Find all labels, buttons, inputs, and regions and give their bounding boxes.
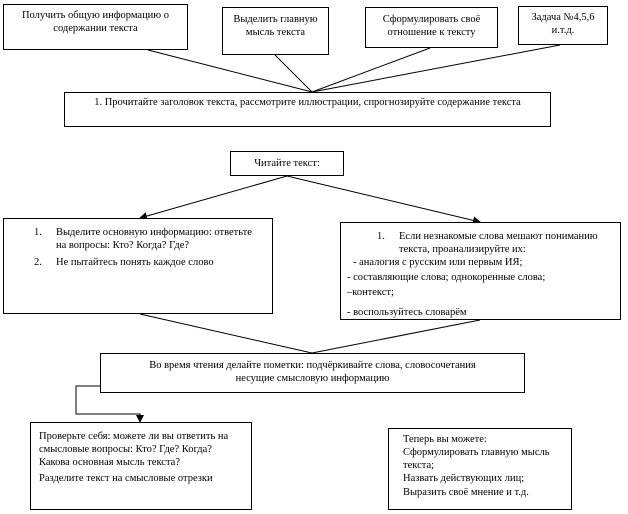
step-read-title-box: 1. Прочитайте заголовок текста, рассмотр…: [64, 92, 551, 127]
line-to-top4: [311, 44, 561, 93]
line-to-top1: [147, 49, 313, 93]
unknown-words-box: 1. Если незнакомые слова мешают понимани…: [340, 222, 621, 320]
now-you-can-item: Сформулировать главную мысль текста;: [403, 447, 550, 472]
marks-text: Во время чтения делайте пометки: подчёрк…: [149, 360, 476, 385]
now-you-can-item: Назвать действующих лиц;: [403, 473, 525, 485]
self-check-box: Проверьте себя: можете ли вы ответить на…: [30, 422, 252, 510]
now-you-can-box: Теперь вы можете: Сформулировать главную…: [388, 428, 572, 510]
read-text-box: Читайте текст:: [230, 151, 344, 176]
unknown-words-line-3: –контекст;: [347, 286, 394, 298]
top-box-main-idea: Выделить главную мысль текста: [222, 7, 329, 55]
line-to-top2: [274, 54, 313, 93]
step-read-title-text: 1. Прочитайте заголовок текста, рассмотр…: [94, 97, 521, 108]
top-box-task: Задача №4,5,6 и.т.д.: [518, 6, 608, 45]
read-text-label: Читайте текст:: [254, 158, 320, 169]
top-box-attitude: Сформулировать своё отношение к тексту: [365, 7, 498, 48]
line-right-to-mid: [311, 319, 481, 354]
unknown-words-line-4: - воспользуйтесь словарём: [347, 306, 467, 318]
top-box-text: Выделить главную мысль текста: [233, 14, 318, 39]
unknown-words-line-1: - аналогия с русским или первым ИЯ;: [353, 257, 523, 269]
main-info-box: 1. Выделите основную информацию: ответьт…: [3, 218, 273, 314]
now-you-can-title: Теперь вы можете:: [403, 434, 487, 445]
arrow-left: [139, 175, 288, 220]
arrow-mid-to-check: [75, 385, 144, 423]
top-box-text: Задача №4,5,6 и.т.д.: [531, 12, 595, 37]
top-box-general-info: Получить общую информацию о содержании т…: [3, 4, 188, 50]
unknown-words-intro: 1. Если незнакомые слова мешают понимани…: [377, 231, 598, 256]
self-check-questions: Проверьте себя: можете ли вы ответить на…: [39, 431, 229, 469]
self-check-split: Разделите текст на смысловые отрезки: [39, 473, 213, 485]
unknown-words-line-2: - составляющие слова; однокоренные слова…: [347, 272, 546, 284]
line-to-top3: [311, 47, 431, 93]
top-box-text: Сформулировать своё отношение к тексту: [382, 14, 481, 39]
now-you-can-item: Выразить своё мнение и т.д.: [403, 486, 529, 498]
main-info-item-2: 2. Не пытайтесь понять каждое слово: [34, 257, 214, 269]
arrow-right: [286, 175, 481, 225]
main-info-item-1: 1. Выделите основную информацию: ответьт…: [34, 227, 252, 252]
top-box-text: Получить общую информацию о содержании т…: [21, 10, 170, 35]
marks-box: Во время чтения делайте пометки: подчёрк…: [100, 353, 525, 393]
line-left-to-mid: [139, 313, 313, 354]
